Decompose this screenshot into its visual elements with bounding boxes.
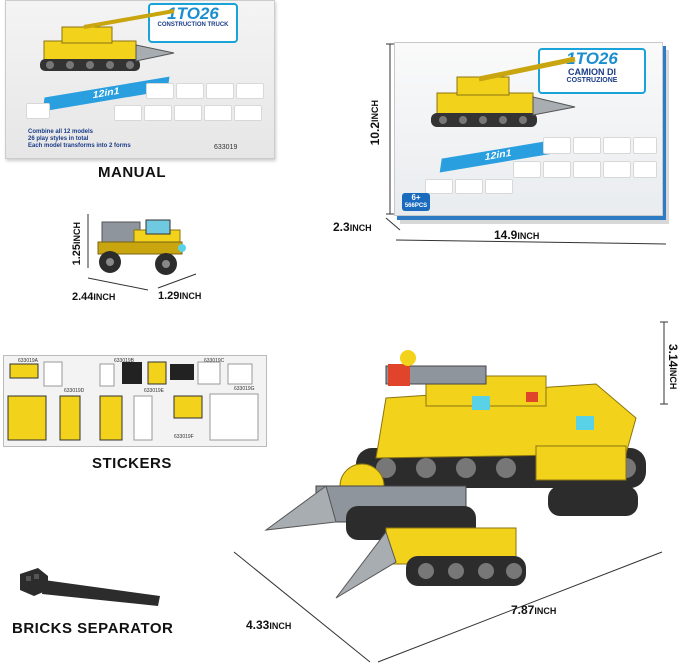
manual-logo-subtitle: CONSTRUCTION TRUCK — [157, 22, 229, 28]
small-truck-width-unit: INCH — [179, 291, 202, 301]
model-thumbnail — [603, 137, 631, 154]
big-model-length-label: 7.87INCH — [511, 603, 556, 617]
sticker-code: 633019C — [204, 358, 225, 364]
pcs-count: 566 — [404, 203, 415, 209]
product-box-image: 1TO26 CAMION DI COSTRUZIONE 12in1 6+ 566… — [394, 42, 663, 216]
model-thumbnail — [513, 161, 541, 178]
box-depth-label: 2.3INCH — [333, 220, 372, 234]
big-model-height-label: 3.14INCH — [666, 344, 679, 389]
box-width-value: 14.9 — [494, 228, 518, 242]
sticker-art — [7, 361, 259, 441]
small-truck-length-unit: INCH — [93, 292, 116, 302]
big-model-image — [264, 350, 646, 599]
model-thumbnail — [114, 105, 142, 121]
small-truck-width-value: 1.29 — [158, 290, 180, 302]
manual-logo-title: 1TO26 — [167, 4, 219, 23]
model-thumbnail — [176, 83, 204, 99]
bricks-separator-image — [20, 568, 160, 606]
big-model-depth-label: 4.33INCH — [246, 618, 291, 632]
box-model-grid — [425, 137, 657, 194]
small-truck-length-value: 2.44 — [72, 291, 94, 303]
big-model-height-unit: INCH — [668, 367, 678, 390]
model-thumbnail — [633, 137, 657, 154]
small-truck-image — [97, 219, 186, 275]
manual-model-grid — [26, 83, 271, 131]
box-depth-unit: INCH — [349, 223, 372, 233]
box-width-label: 14.9INCH — [494, 228, 539, 242]
sticker-sheet: 633019A 633019B 633019C 633019D 633019E … — [3, 355, 267, 447]
box-logo-line: COSTRUZIONE — [566, 77, 618, 84]
model-thumbnail — [146, 83, 174, 99]
manual-image: 1TO26 CONSTRUCTION TRUCK 12in1 Combine a… — [5, 0, 275, 159]
model-thumbnail — [543, 161, 571, 178]
small-truck-height-label: 1.25INCH — [71, 222, 83, 265]
small-truck-height-value: 1.25 — [71, 244, 83, 266]
box-depth-value: 2.3 — [333, 220, 350, 234]
big-model-depth-value: 4.33 — [246, 618, 270, 632]
big-model-height-value: 3.14 — [666, 344, 679, 368]
manual-note-line: Combine all 12 models — [28, 129, 94, 135]
pcs-label: 566PCS — [402, 202, 430, 211]
manual-note: Combine all 12 models 26 play styles in … — [28, 129, 131, 150]
box-height-label: 10.2INCH — [368, 100, 382, 145]
model-thumbnail — [573, 161, 601, 178]
box-logo: 1TO26 CAMION DI COSTRUZIONE — [538, 48, 646, 94]
manual-note-line: Each model transforms into 2 forms — [28, 143, 131, 149]
small-truck-width-label: 1.29INCH — [158, 290, 201, 302]
sticker-code: 633019G — [234, 386, 255, 392]
model-thumbnail — [204, 105, 232, 121]
sticker-code: 633019D — [64, 388, 85, 394]
sticker-code: 633019A — [18, 358, 39, 364]
manual-note-line: 26 play styles in total — [28, 136, 89, 142]
model-thumbnail — [174, 105, 202, 121]
big-model-length-value: 7.87 — [511, 603, 535, 617]
box-logo-line: CAMION DI — [568, 67, 616, 77]
manual-caption: MANUAL — [98, 164, 166, 181]
separator-caption: BRICKS SEPARATOR — [12, 620, 174, 637]
model-thumbnail — [236, 83, 264, 99]
manual-hero-model — [40, 9, 175, 71]
small-truck-height-unit: INCH — [72, 222, 82, 244]
model-thumbnail — [144, 105, 172, 121]
model-thumbnail — [425, 179, 453, 194]
manual-code: 633019 — [214, 144, 238, 151]
model-thumbnail — [603, 161, 631, 178]
box-height-unit: INCH — [370, 100, 380, 122]
sticker-code: 633019E — [144, 388, 165, 394]
age-label: 6+ — [411, 193, 421, 202]
sticker-code: 633019F — [174, 434, 194, 440]
manual-logo: 1TO26 CONSTRUCTION TRUCK — [148, 3, 238, 43]
model-thumbnail — [485, 179, 513, 194]
model-thumbnail — [26, 103, 50, 119]
age-badge: 6+ 566PCS — [402, 193, 430, 211]
model-thumbnail — [633, 161, 657, 178]
sticker-code: 633019B — [114, 358, 135, 364]
model-thumbnail — [543, 137, 571, 154]
model-thumbnail — [234, 105, 262, 121]
model-thumbnail — [455, 179, 483, 194]
box-logo-title: 1TO26 — [566, 49, 618, 68]
pcs-unit: PCS — [414, 203, 428, 209]
stickers-caption: STICKERS — [92, 455, 172, 472]
model-thumbnail — [206, 83, 234, 99]
model-thumbnail — [573, 137, 601, 154]
box-width-unit: INCH — [517, 231, 540, 241]
small-truck-length-label: 2.44INCH — [72, 291, 115, 303]
big-model-depth-unit: INCH — [269, 621, 292, 631]
box-height-value: 10.2 — [368, 122, 382, 146]
big-model-length-unit: INCH — [534, 606, 557, 616]
box-hero-model — [431, 57, 576, 127]
